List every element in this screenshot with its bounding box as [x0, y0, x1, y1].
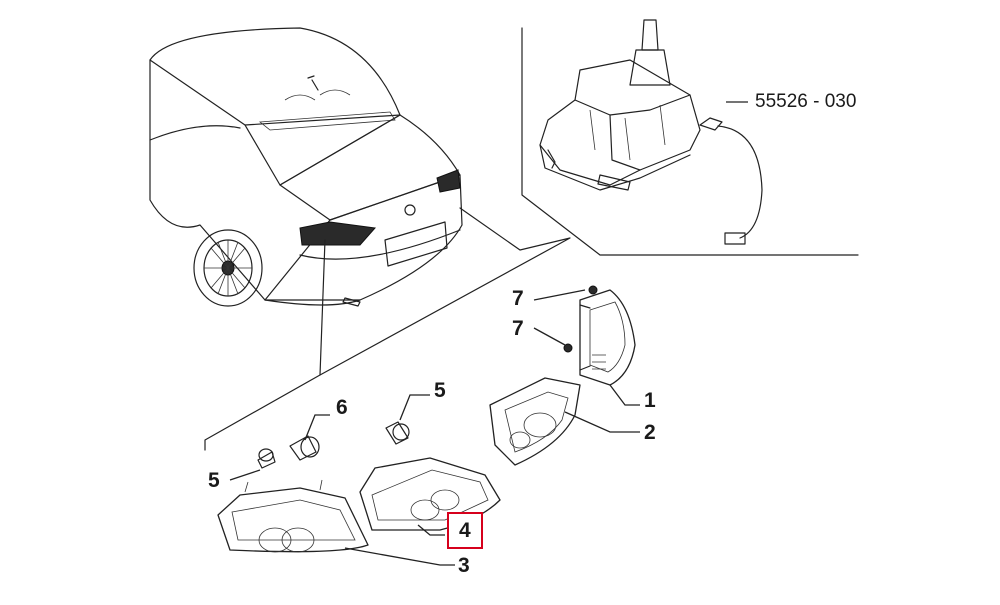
callout-4-highlighted: 4	[447, 512, 483, 549]
car-body	[149, 27, 463, 307]
lamp-part-1	[563, 285, 636, 386]
bulb-5-upper	[385, 421, 410, 445]
lamp-part-3	[217, 479, 369, 553]
inset-frame	[521, 27, 859, 256]
callout-leaders	[229, 289, 640, 566]
callout-6: 6	[336, 396, 348, 419]
rear-wheel	[193, 229, 263, 307]
callout-3: 3	[458, 554, 470, 577]
callout-7-lower: 7	[512, 317, 524, 340]
cable-connector	[699, 101, 763, 245]
callout-ref-55526-030: 55526 - 030	[755, 91, 857, 112]
gear-shifter-assembly	[539, 19, 701, 191]
callout-7-upper: 7	[512, 287, 524, 310]
bulb-5-lower	[257, 448, 276, 469]
callout-1: 1	[644, 389, 656, 412]
callout-2: 2	[644, 421, 656, 444]
lamp-part-2	[489, 377, 581, 466]
callout-5-upper: 5	[434, 379, 446, 402]
bulb-6	[289, 435, 320, 461]
explosion-leaders	[204, 207, 571, 451]
callout-5-lower: 5	[208, 469, 220, 492]
